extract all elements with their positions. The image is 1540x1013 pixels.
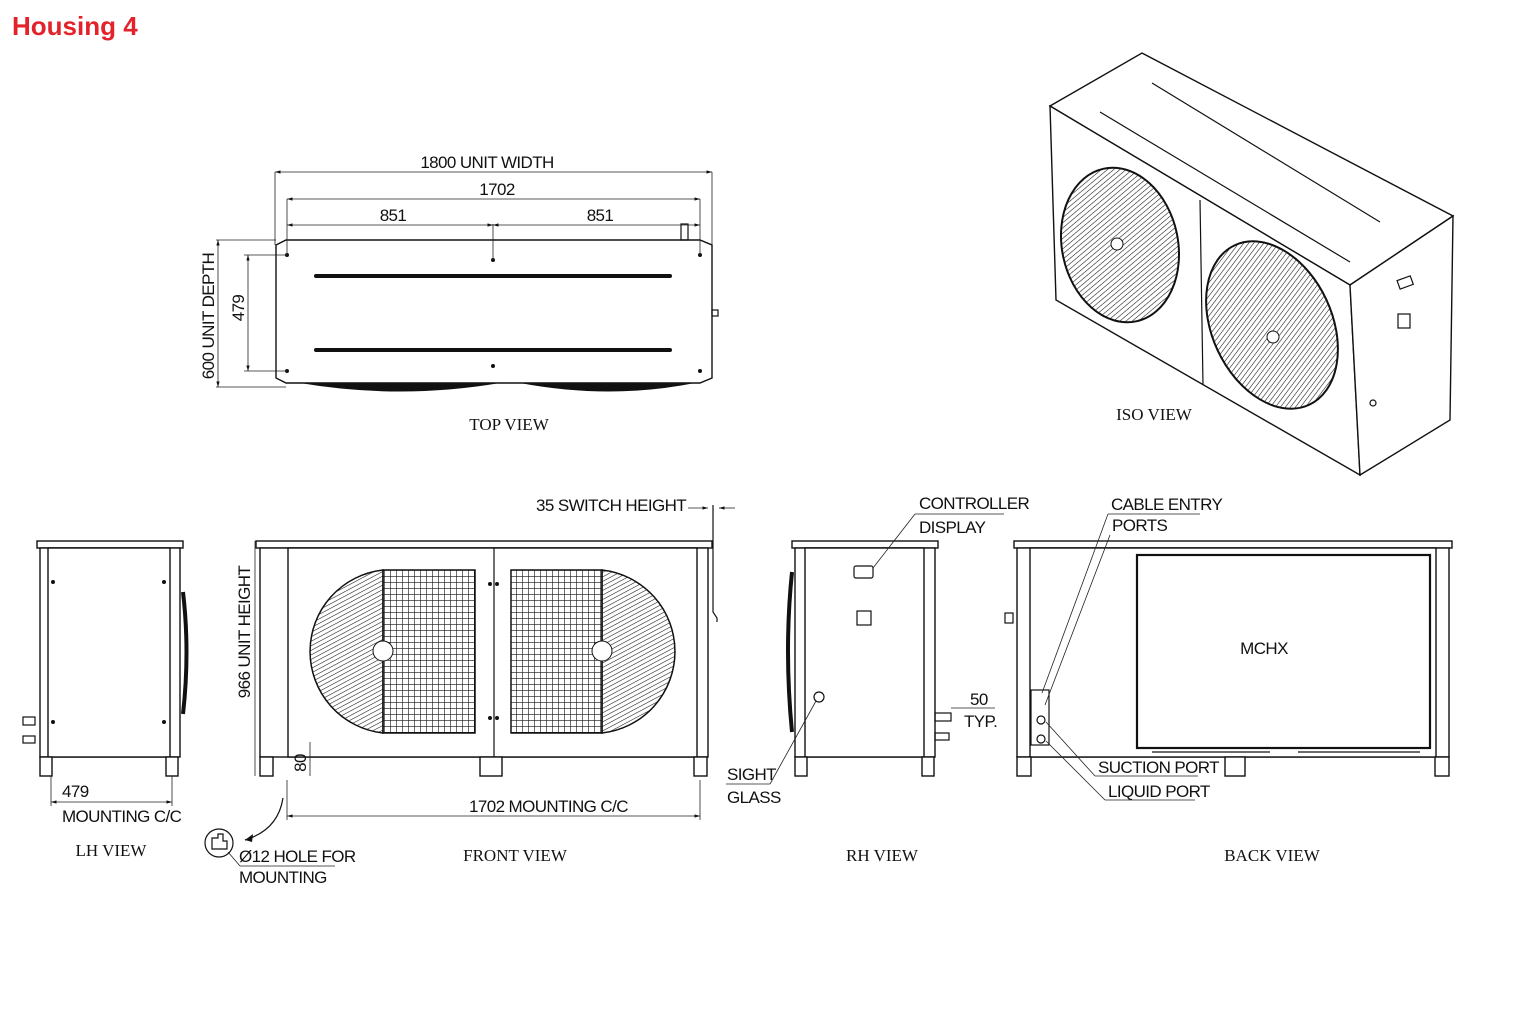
fan-guard-left [309,569,384,734]
sight-glass [813,691,825,703]
iso-view-label: ISO VIEW [1116,405,1193,424]
liquid-port-label: LIQUID PORT [1108,782,1210,801]
half-left-label: 851 [380,206,407,225]
front-view-label: FRONT VIEW [463,846,568,865]
liquid-port [1036,734,1046,744]
front-view: 35 SWITCH HEIGHT 966 UNIT HEIGHT 80 1702… [204,496,735,887]
fan-hub-right [591,640,613,662]
rh-view: SIGHT GLASS CONTROLLER DISPLAY 50 TYP. R… [726,494,1030,865]
fan-guard-right [601,569,676,734]
back-view-label: BACK VIEW [1224,846,1320,865]
grille-left [382,569,476,734]
lh-side-panel [47,547,171,758]
cable-entry-line1: CABLE ENTRY [1111,495,1222,514]
hole-label-line2: MOUNTING [239,868,327,887]
lh-view: 479 MOUNTING C/C LH VIEW [22,540,189,860]
iso-view: ISO VIEW [1048,52,1455,477]
mchx-coil [1135,553,1432,750]
top-view: 1800 UNIT WIDTH 1702 851 851 600 UNIT DE… [199,153,719,434]
controller-display [853,565,874,579]
unit-width-label: 1800 UNIT WIDTH [420,153,553,172]
top-view-label: TOP VIEW [469,415,549,434]
depth-mount-label: 479 [229,295,248,322]
sight-glass-line1: SIGHT [727,765,776,784]
lh-view-label: LH VIEW [76,841,148,860]
mounting-hole-detail [204,828,234,858]
page-title: Housing 4 [12,11,138,41]
lh-mount-label: MOUNTING C/C [62,807,182,826]
span-label: 1702 [479,180,515,199]
port-panel [1030,689,1050,746]
sight-glass-line2: GLASS [727,788,781,807]
controller-line1: CONTROLLER [919,494,1030,513]
lh-mount-dim: 479 [62,782,89,801]
mchx-label: MCHX [1240,639,1288,658]
hole-label-line1: Ø12 HOLE FOR [239,847,356,866]
unit-depth-label: 600 UNIT DEPTH [199,253,218,379]
suction-port [1036,715,1046,725]
cable-entry-line2: PORTS [1112,516,1168,535]
grille-right [510,569,603,734]
iso-side-face [1349,214,1454,477]
back-view: MCHX CABLE ENTRY PORTS SUCTION PORT LIQU… [1004,495,1453,865]
typ-dim: 50 [970,690,988,709]
switch [680,223,689,241]
switch-box [856,610,872,626]
unit-height-label: 966 UNIT HEIGHT [235,566,254,699]
controller-line2: DISPLAY [919,518,986,537]
iso-fan-right [1205,240,1339,410]
typ-label: TYP. [964,712,997,731]
leg-height-label: 80 [291,754,310,772]
half-right-label: 851 [587,206,614,225]
port [711,309,719,317]
switch-height-label: 35 SWITCH HEIGHT [536,496,686,515]
rh-view-label: RH VIEW [846,846,919,865]
suction-port-label: SUCTION PORT [1098,758,1219,777]
front-mount-label: 1702 MOUNTING C/C [469,797,628,816]
fan-hub-left [372,640,394,662]
fan-bulge [300,383,695,392]
rh-side-panel [804,547,925,758]
